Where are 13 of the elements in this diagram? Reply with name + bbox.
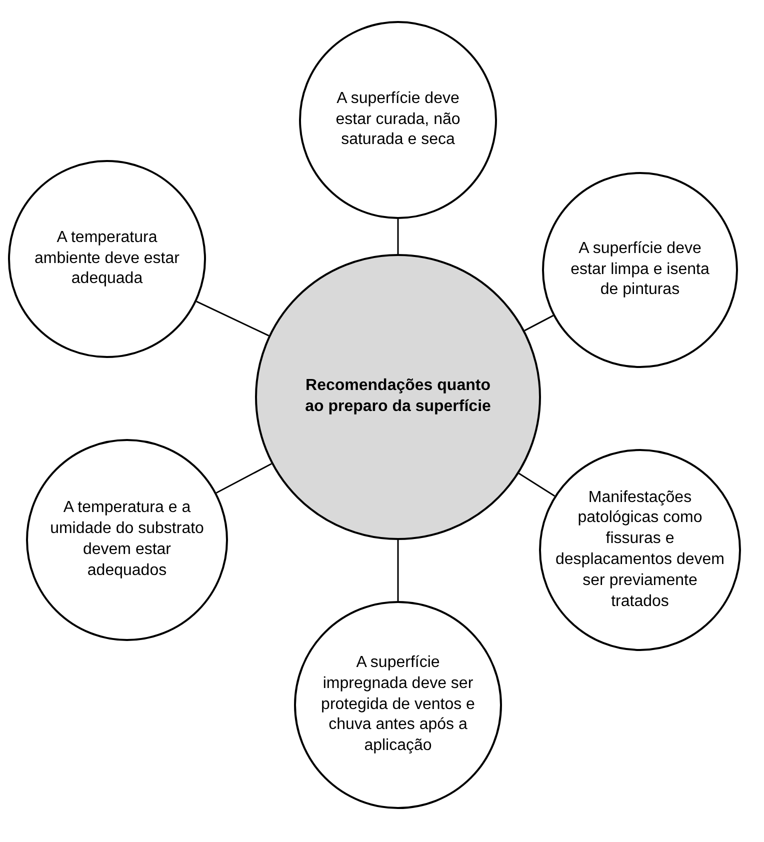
recommendation-text: A superfície impregnada deve ser protegida de ventos e chuva antes após a aplicação (320, 653, 476, 756)
connector-line (196, 300, 270, 336)
connector-line (397, 540, 399, 601)
connector-line (397, 219, 399, 254)
recommendation-text: A superfície deve estar limpa e isenta de pinturas (570, 238, 710, 300)
connector-line (518, 472, 556, 497)
central-topic-text: Recomendações quanto ao preparo da superfície (304, 376, 492, 417)
connector-line (524, 314, 554, 332)
recommendation-text: A temperatura e a umidade do substrato devem estar adequados (50, 498, 204, 581)
recommendation-text: A superfície deve estar curada, não saturada e seca (334, 88, 462, 150)
recommendation-text: A temperatura ambiente deve estar adequada (34, 228, 180, 290)
recommendation-text: Manifestações patológicas como fissuras e desplacamentos devem ser previamente tratados (554, 488, 726, 612)
connector-line (216, 463, 272, 494)
